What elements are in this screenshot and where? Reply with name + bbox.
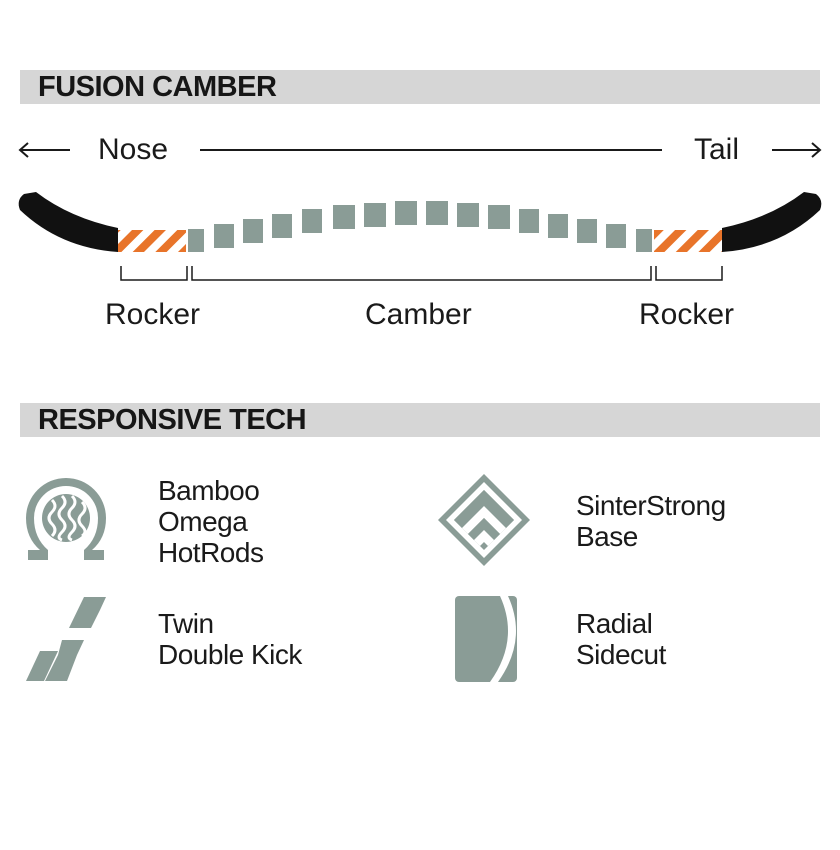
tech-line: Base [576, 521, 638, 552]
tech-line: Radial [576, 608, 653, 639]
tech-item-sinterstrong: SinterStrong Base [576, 490, 726, 552]
radial-sidecut-icon [455, 596, 517, 682]
tech-line: Bamboo [158, 475, 260, 506]
sinterstrong-base-icon [438, 474, 530, 566]
tail-label: Tail [694, 133, 740, 166]
rocker-label-tail: Rocker [639, 298, 735, 331]
rocker-label-nose: Rocker [105, 298, 201, 331]
tech-line: Omega [158, 506, 248, 537]
tail-arrow [772, 142, 822, 158]
tech-line: SinterStrong [576, 490, 726, 521]
tech-line: Double Kick [158, 639, 302, 670]
fusion-camber-header: FUSION CAMBER [20, 70, 820, 104]
tech-line: Twin [158, 608, 214, 639]
nose-label: Nose [98, 133, 169, 166]
section-title-camber: FUSION CAMBER [38, 71, 277, 103]
responsive-tech-header: RESPONSIVE TECH [20, 403, 820, 437]
camber-blocks [188, 201, 652, 252]
camber-label: Camber [365, 298, 472, 331]
tech-line: HotRods [158, 537, 264, 568]
tech-item-radial: Radial Sidecut [576, 608, 666, 670]
rocker-zone-nose [118, 230, 186, 252]
tail-tip [722, 192, 822, 252]
omega-hotrods-icon [26, 478, 106, 560]
twin-double-kick-icon [26, 597, 106, 681]
tech-item-twin: Twin Double Kick [158, 608, 302, 670]
nose-arrow [18, 142, 70, 158]
tech-item-omega: Bamboo Omega HotRods [158, 475, 264, 568]
zone-brackets [120, 266, 723, 281]
section-title-tech: RESPONSIVE TECH [38, 404, 307, 436]
tech-line: Sidecut [576, 639, 666, 670]
rocker-zone-tail [654, 230, 722, 252]
nose-tip [18, 192, 119, 252]
